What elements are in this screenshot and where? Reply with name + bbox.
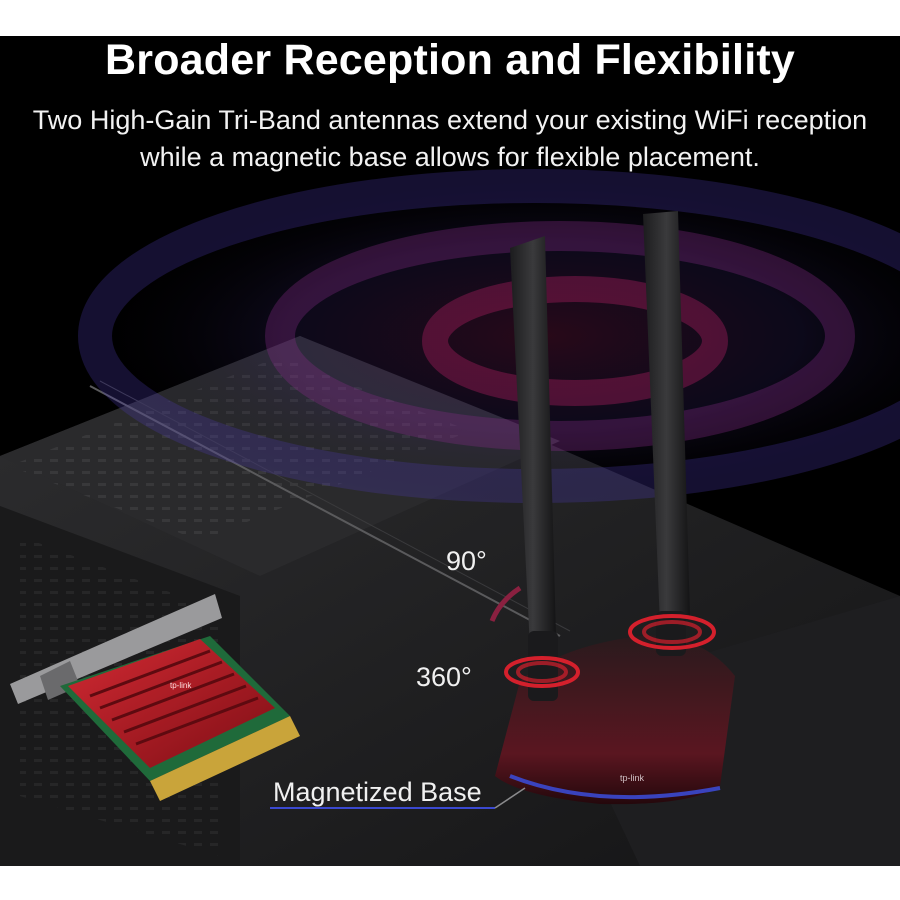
magnetized-base-label: Magnetized Base	[273, 777, 482, 807]
tilt-angle-label: 90°	[446, 546, 487, 576]
base-logo: tp-link	[620, 773, 645, 783]
rotation-arrows	[489, 585, 716, 688]
page-title: Broader Reception and Flexibility	[105, 36, 795, 84]
card-logo: tp-link	[170, 681, 192, 690]
pcie-card: tp-link	[10, 594, 300, 801]
base-callout-pointer	[494, 787, 526, 809]
product-banner: tp-link tp-link Broader Receptio	[0, 36, 900, 866]
product-scene: tp-link tp-link	[0, 166, 900, 866]
rotation-angle-label: 360°	[416, 662, 472, 692]
antenna-left	[510, 236, 558, 701]
page-subtitle: Two High-Gain Tri-Band antennas extend y…	[32, 105, 868, 172]
